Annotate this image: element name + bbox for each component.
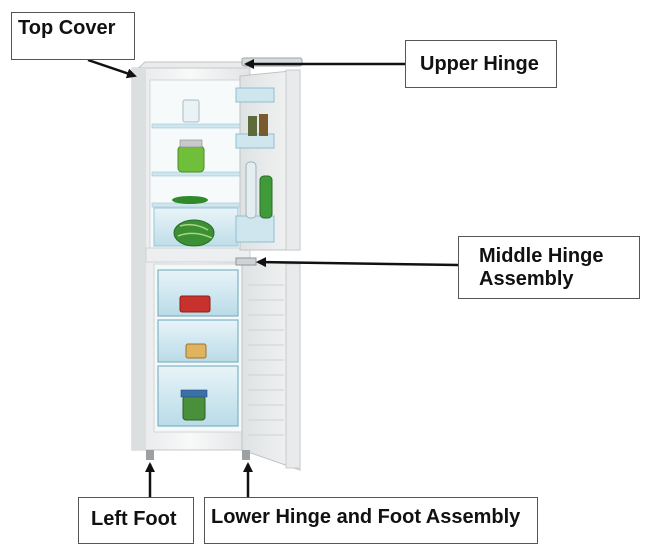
compartment-divider [145, 247, 251, 263]
glass-jar [182, 99, 200, 123]
green-jar-lid [180, 389, 208, 398]
left-foot-part [146, 450, 154, 460]
green-jar [182, 395, 206, 421]
bottle-2 [259, 175, 273, 219]
top-cover-text: Top Cover [18, 17, 116, 39]
pickle-jar-lid [179, 139, 203, 148]
middle-hinge-text-line1: Middle Hinge [479, 245, 604, 267]
door-balcony-1 [235, 87, 275, 103]
upper-hinge-text: Upper Hinge [420, 53, 539, 75]
middle-hinge-part [235, 257, 257, 266]
middle-hinge-text-line2: Assembly [479, 268, 574, 290]
right-foot-part [242, 450, 250, 460]
lower-door-edge [285, 263, 301, 469]
shelf-top [151, 123, 241, 129]
upper-hinge-label: Upper Hinge [405, 40, 557, 88]
left-foot-label: Left Foot [78, 497, 194, 544]
cabinet-side [132, 68, 146, 450]
arrow-middle-hinge [256, 257, 459, 268]
door-balcony-3 [235, 215, 275, 243]
red-container [179, 295, 211, 313]
lower-hinge-text: Lower Hinge and Foot Assembly [211, 506, 521, 528]
middle-hinge-label: Middle Hinge Assembly [458, 236, 640, 299]
upper-door-edge [285, 69, 301, 251]
lower-door-ribs [248, 284, 284, 436]
lower-hinge-label: Lower Hinge and Foot Assembly [204, 497, 538, 544]
shelf-middle [151, 171, 241, 177]
cucumber [172, 196, 208, 204]
can-1 [248, 116, 257, 136]
pickle-jar [177, 145, 205, 173]
watermelon-stripes [177, 223, 213, 239]
left-foot-text: Left Foot [91, 508, 177, 530]
can-2 [259, 114, 268, 136]
door-balcony-2 [235, 133, 275, 149]
bottle-1 [245, 161, 257, 219]
arrow-top-cover [87, 58, 137, 79]
food-tub [185, 343, 207, 359]
top-cover-label: Top Cover [11, 12, 135, 60]
